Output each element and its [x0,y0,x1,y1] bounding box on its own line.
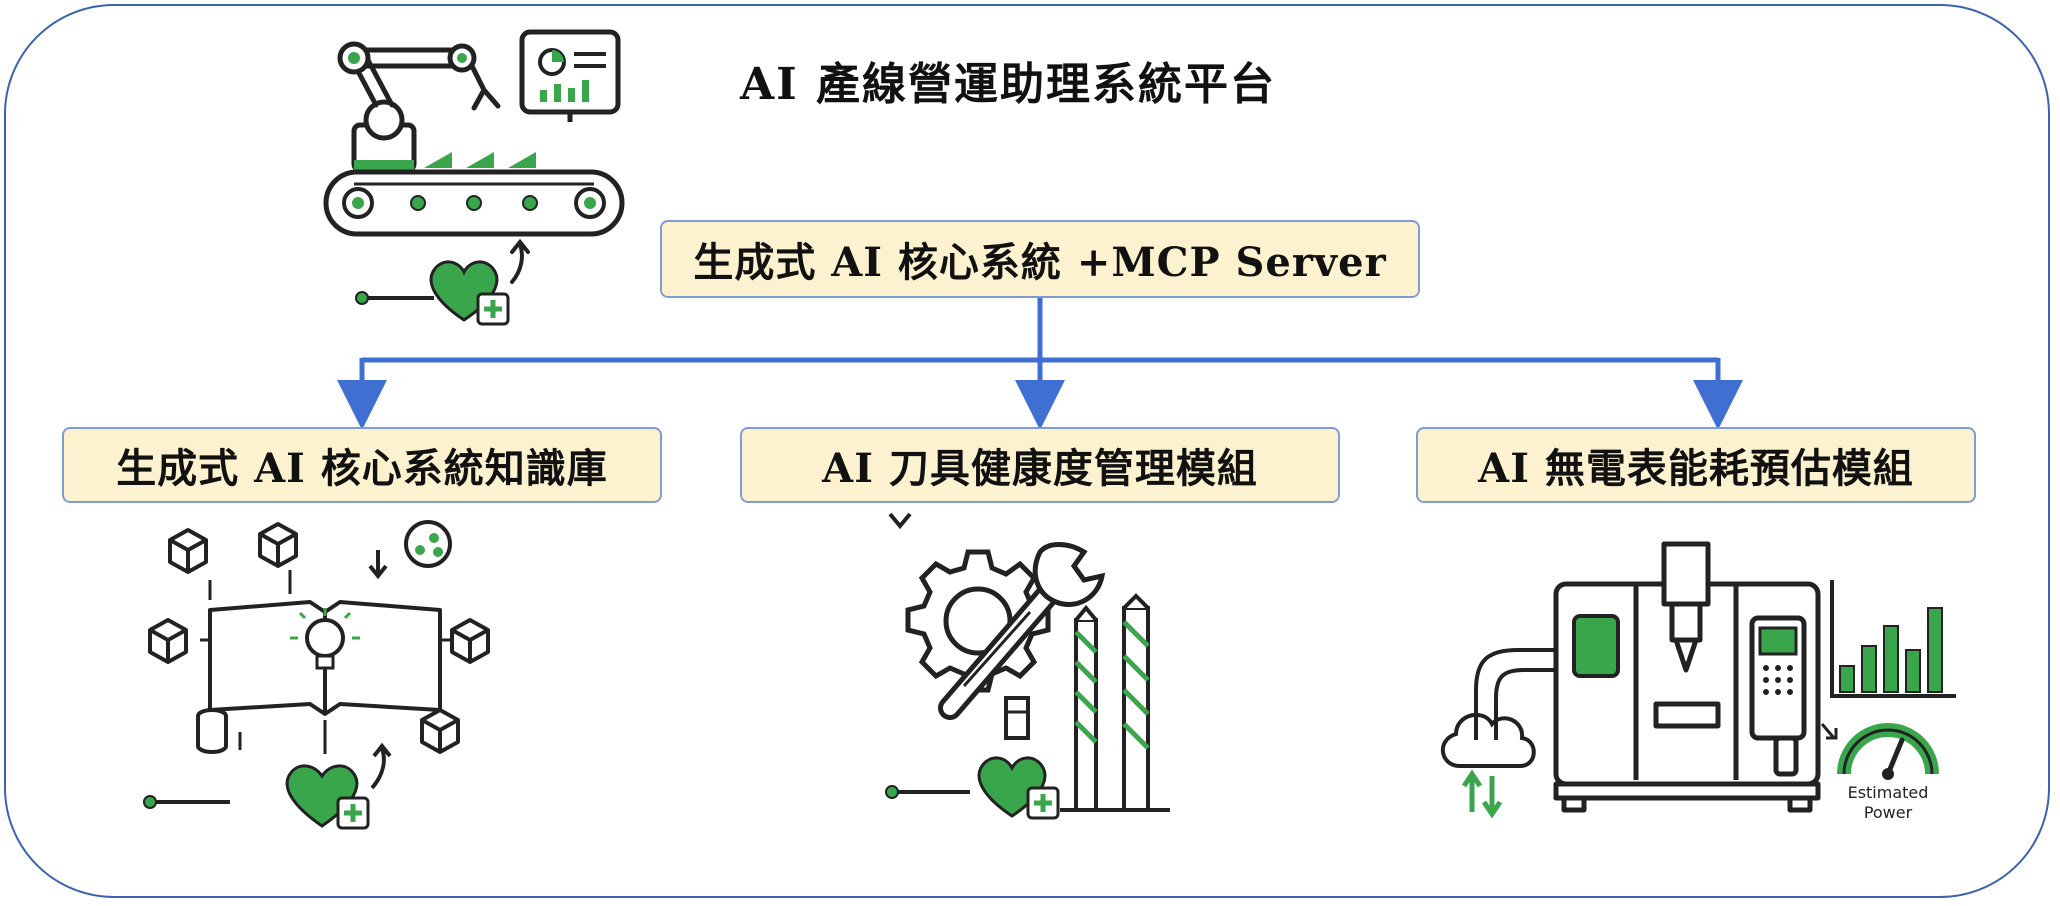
platform-title: AI 產線營運助理系統平台 [740,59,1277,110]
core-system-box: 生成式 AI 核心系統 +MCP Server [660,220,1420,298]
cloud-icon [1440,648,1556,819]
platform-frame [4,4,2050,898]
dashboard-icon [519,29,621,122]
drill-bit-icon [1060,593,1170,812]
power-estimation-module-box: AI 無電表能耗預估模組 [1416,427,1976,503]
bar-chart-icon [1830,580,1956,698]
gauge-label-line2: Power [1864,803,1913,822]
gauge-icon: Estimated Power [1837,723,1939,822]
book-lightbulb-icon [143,520,490,830]
cnc-machine-icon: Estimated Power [1440,541,1956,822]
heart-plus-icon [355,238,530,326]
knowledge-base-module-box: 生成式 AI 核心系統知識庫 [62,427,662,503]
tool-health-module-box: AI 刀具健康度管理模組 [740,427,1340,503]
robot-arm-conveyor-icon [323,29,625,326]
gauge-label-line1: Estimated [1848,783,1929,802]
gear-wrench-icon [885,512,1170,820]
